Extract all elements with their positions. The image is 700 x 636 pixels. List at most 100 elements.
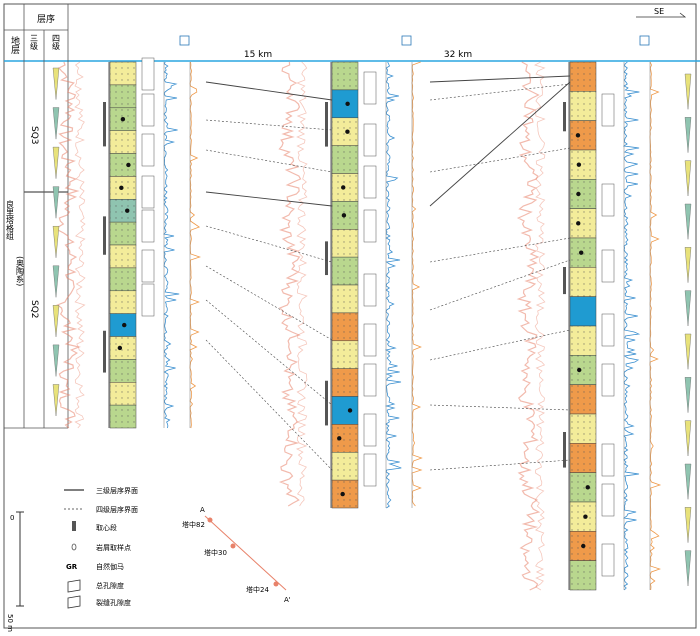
fourth-order-boundary — [429, 259, 571, 311]
core-interval — [103, 330, 106, 373]
lithology-texture — [332, 145, 358, 174]
lithology-texture — [570, 62, 596, 92]
porosity-curve — [384, 61, 402, 509]
lithology-bed — [331, 396, 359, 425]
porosity-curve — [622, 61, 641, 591]
lithology-texture — [110, 359, 136, 383]
lithology-texture — [110, 245, 136, 268]
porosity-icon — [401, 35, 412, 46]
core-interval — [103, 102, 106, 147]
grain-symbol — [583, 514, 588, 519]
legend-fracture-porosity-text: 裂缝孔隙度 — [96, 598, 131, 607]
grain-symbol — [577, 367, 582, 373]
legend-total-porosity-text: 总孔隙度 — [96, 581, 124, 590]
core-interval — [325, 102, 328, 147]
legend-third-order-text: 三级层序界面 — [96, 486, 138, 495]
wells-layer — [52, 35, 692, 591]
fourth-order-boundary — [205, 225, 333, 263]
fourth-order-cycles-left — [52, 67, 60, 417]
unit-box — [141, 283, 155, 317]
fracture-curve — [189, 61, 201, 429]
third-order-boundary — [429, 81, 571, 207]
map-well-marker-2 — [230, 543, 236, 549]
map-well-label-1: 塔中82 — [182, 520, 205, 529]
cycle-triangle — [52, 107, 60, 140]
unit-box — [601, 363, 615, 397]
lithology-texture — [570, 150, 596, 180]
sequence-sq2: SQ2 — [29, 300, 39, 319]
cycle-triangle — [684, 507, 692, 543]
grain-symbol — [340, 491, 345, 497]
well-tz82 — [56, 35, 201, 429]
lithology-texture — [110, 84, 136, 108]
location-map: A A' 塔中82 塔中30 塔中24 — [182, 506, 291, 604]
grain-symbol — [125, 208, 130, 213]
grain-symbol — [126, 162, 131, 168]
grain-symbol — [578, 250, 584, 255]
cycle-triangle — [52, 265, 60, 298]
sequence-header: 层序 — [37, 13, 55, 25]
third-order-boundary — [205, 81, 333, 101]
fracture-curve — [411, 61, 423, 507]
unit-box — [363, 273, 377, 307]
cycle-triangle — [684, 73, 692, 110]
gr-curve-secondary — [295, 61, 308, 507]
third-order-header: 三级 — [30, 34, 39, 51]
unit-box — [363, 413, 377, 447]
unit-box — [141, 133, 155, 167]
cycle-triangle — [684, 550, 692, 587]
map-start-label: A — [200, 506, 205, 514]
grain-symbol — [576, 191, 581, 197]
lithology-texture — [570, 472, 596, 502]
grain-symbol — [341, 213, 347, 218]
lithology-bed — [569, 296, 597, 327]
legend-total-porosity-icon — [67, 579, 81, 593]
lithology-texture — [570, 384, 596, 414]
grain-symbol — [576, 221, 581, 226]
legend-core-text: 取心段 — [96, 523, 117, 532]
cycle-triangle — [52, 305, 60, 337]
fourth-order-header: 四级 — [52, 34, 61, 51]
lithology-texture — [332, 257, 358, 285]
grain-symbol — [581, 543, 586, 549]
cycle-triangle — [52, 67, 60, 100]
well-tz24 — [516, 35, 662, 591]
lithology-texture — [570, 91, 596, 121]
unit-box — [141, 57, 155, 91]
lithology-texture — [332, 368, 358, 397]
scale-bar-bottom-label: 50 m — [6, 614, 14, 632]
cycle-triangle — [684, 117, 692, 153]
legend-cutting-text: 岩屑取样点 — [96, 543, 131, 552]
fourth-order-boundary — [205, 339, 333, 471]
unit-box — [601, 249, 615, 283]
cycle-triangle — [684, 333, 692, 370]
lithology-texture — [570, 355, 596, 385]
grain-symbol — [576, 162, 582, 167]
grain-symbol — [122, 322, 127, 328]
cycle-triangle — [684, 377, 692, 413]
fourth-order-boundary — [429, 404, 571, 411]
lithology-texture — [110, 290, 136, 314]
grain-symbol — [120, 116, 126, 122]
lithology-texture — [332, 229, 358, 258]
lithology-texture — [110, 222, 136, 245]
cycle-triangle — [684, 160, 692, 197]
legend-fourth-order-text: 四级层序界面 — [96, 505, 138, 514]
lithology-texture — [332, 424, 358, 453]
outer-frame — [3, 3, 697, 629]
map-well-marker-1 — [207, 517, 213, 523]
lithology-texture — [110, 130, 136, 154]
distance-15km: 15 km — [244, 50, 272, 60]
fourth-order-boundary — [429, 329, 571, 361]
lithology-texture — [110, 382, 136, 406]
legend-gr-symbol: GR — [66, 563, 78, 571]
formation-note: (奥陶系) — [16, 256, 25, 286]
map-well-label-2: 塔中30 — [204, 548, 227, 557]
stratum-header: 地层 — [9, 35, 20, 55]
core-interval — [325, 380, 328, 426]
unit-box — [141, 93, 155, 127]
legend-gr-text: 自然伽马 — [96, 562, 124, 571]
map-well-label-3: 塔中24 — [246, 585, 269, 594]
lithology-texture — [332, 340, 358, 369]
